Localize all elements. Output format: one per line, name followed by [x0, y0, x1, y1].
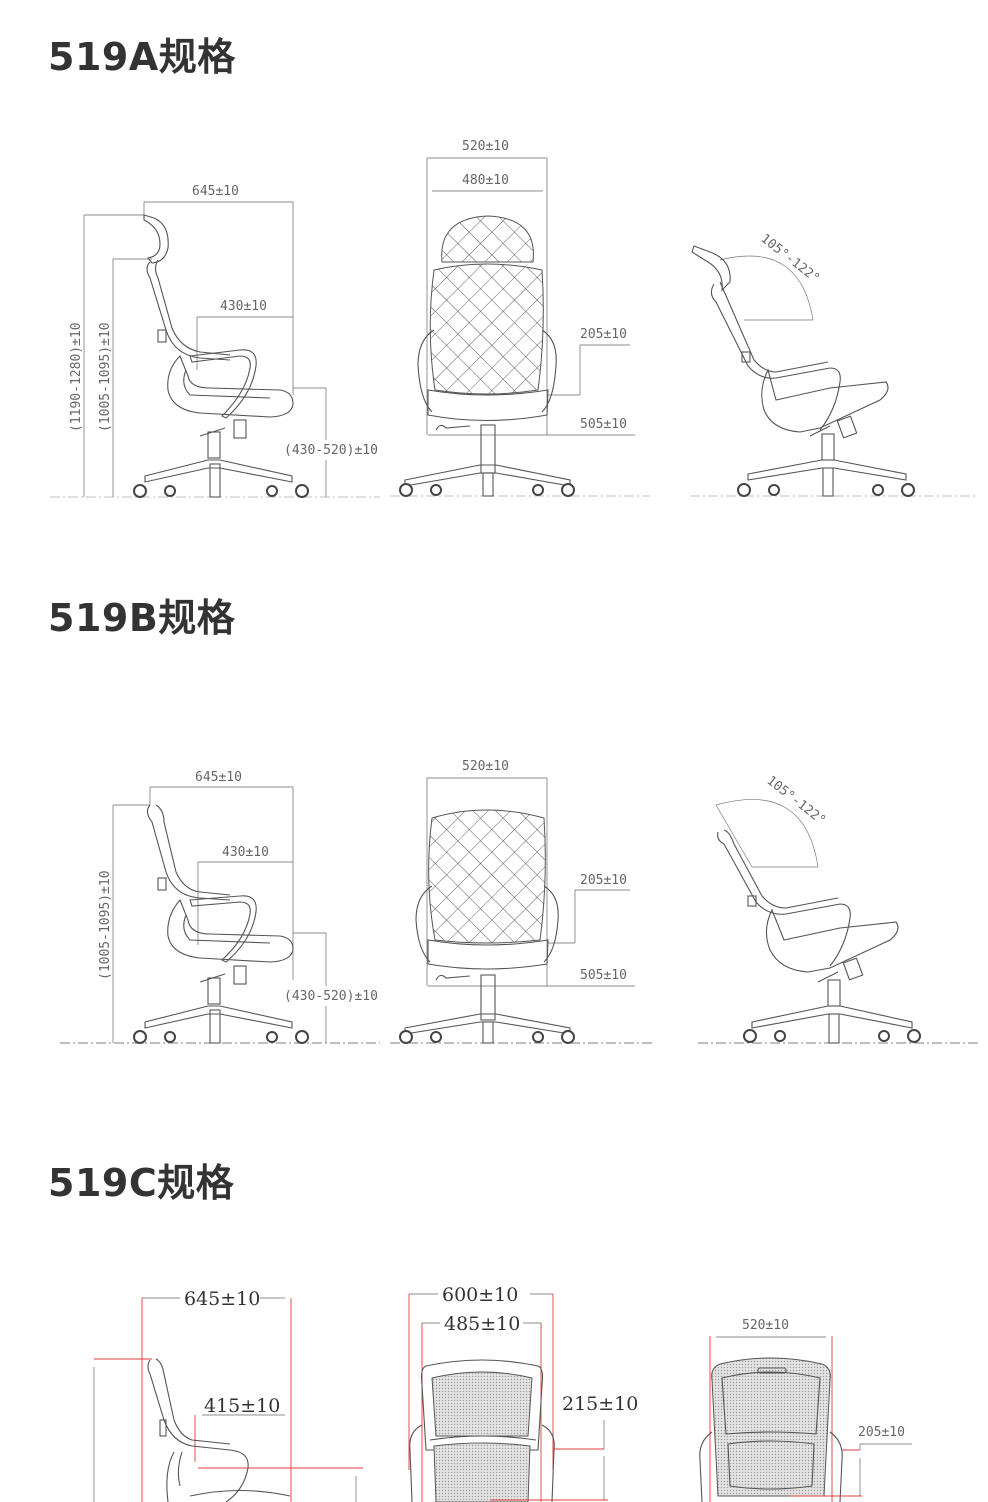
- dim-depth-label: 645±10: [195, 770, 242, 785]
- dim-width-outer-label: 520±10: [462, 759, 509, 774]
- dim-seat-depth-label: 415±10: [204, 1395, 280, 1417]
- dim-width-outer-label: 600±10: [442, 1284, 518, 1306]
- dim-armrest-height-label: 205±10: [580, 873, 627, 888]
- recline-angle-label: 105°-122°: [758, 231, 823, 286]
- 519a-recline-view-drawing: 105°-122°: [690, 231, 975, 497]
- section-title-519b: 519B规格: [48, 596, 236, 640]
- 519a-side-view-drawing: 645±10 430±10 (1190-1280)±10 (1005-1095)…: [50, 184, 380, 498]
- 519b-side-view-drawing: 645±10 430±10 (1005-1095)±10 (430-520)±1…: [60, 770, 380, 1044]
- dim-armrest-height-label: 215±10: [562, 1393, 638, 1415]
- 519c-side-view-drawing: 645±10 415±10: [93, 1288, 363, 1502]
- dim-seat-height-label: (430-520)±10: [284, 443, 378, 458]
- dim-depth-label: 645±10: [184, 1288, 260, 1310]
- dim-seat-height-label: (430-520)±10: [284, 989, 378, 1004]
- dim-seat-depth-label: 430±10: [222, 845, 269, 860]
- dim-back-armrest-height-label: 205±10: [858, 1425, 905, 1440]
- recline-angle-label: 105°-122°: [764, 773, 829, 828]
- section-title-519a: 519A规格: [48, 35, 236, 79]
- 519a-front-view-drawing: 520±10 480±10 205±10 505±10: [390, 139, 650, 497]
- 519c-back-view-drawing: 520±10 205±10: [699, 1318, 912, 1502]
- dim-total-height-label: (1190-1280)±10: [69, 322, 84, 432]
- dim-width-inner-label: 480±10: [462, 173, 509, 188]
- section-title-519c: 519C规格: [48, 1161, 235, 1205]
- dim-back-height-label: (1005-1095)±10: [98, 322, 113, 432]
- dim-depth-label: 645±10: [192, 184, 239, 199]
- dim-width-outer-label: 520±10: [462, 139, 509, 154]
- dim-back-height-label: (1005-1095)±10: [98, 870, 113, 980]
- dim-seat-depth-label: 430±10: [220, 299, 267, 314]
- dim-seat-width-label: 505±10: [580, 968, 627, 983]
- 519b-front-view-drawing: 520±10 205±10 505±10: [390, 759, 652, 1044]
- dim-armrest-height-label: 205±10: [580, 327, 627, 342]
- 519b-recline-view-drawing: 105°-122°: [698, 773, 980, 1044]
- dim-seat-width-label: 505±10: [580, 417, 627, 432]
- dim-back-width-label: 520±10: [742, 1318, 789, 1333]
- dim-width-inner-label: 485±10: [444, 1313, 520, 1335]
- 519c-front-view-drawing: 600±10 485±10 215±10: [408, 1284, 638, 1502]
